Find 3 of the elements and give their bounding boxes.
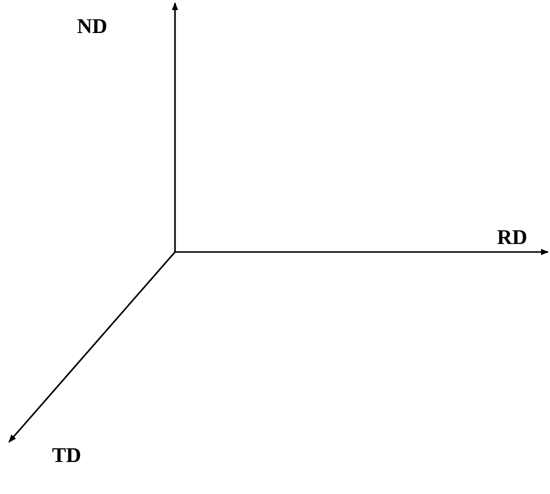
axis-label: ND [77,16,108,37]
axis-label: RD [497,227,528,248]
axis-label: TD [52,445,82,466]
